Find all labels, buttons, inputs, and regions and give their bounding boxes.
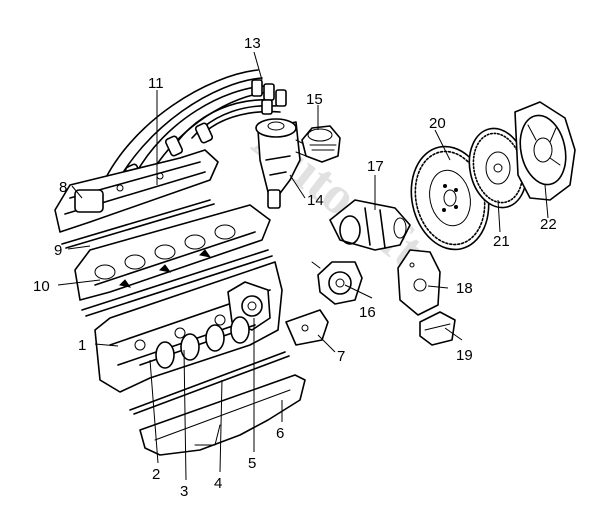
crankshaft xyxy=(139,316,256,369)
callout-18: 18 xyxy=(456,280,473,297)
callout-15: 15 xyxy=(306,91,323,108)
callout-13: 13 xyxy=(244,35,261,52)
callout-7: 7 xyxy=(337,348,345,365)
engine-mount xyxy=(419,311,456,346)
leader-lines xyxy=(57,51,549,481)
oil-pump-bracket xyxy=(285,309,329,346)
callout-6: 6 xyxy=(276,425,284,442)
callout-5: 5 xyxy=(248,455,256,472)
callout-3: 3 xyxy=(180,483,188,500)
callout-1: 1 xyxy=(78,337,86,354)
callout-9: 9 xyxy=(54,242,62,259)
alternator xyxy=(311,261,363,305)
callout-17: 17 xyxy=(367,158,384,175)
distributor-cap xyxy=(301,125,341,163)
distributor xyxy=(255,118,309,209)
callout-21: 21 xyxy=(493,233,510,250)
callout-16: 16 xyxy=(359,304,376,321)
callout-4: 4 xyxy=(214,475,222,492)
rocker-cover xyxy=(54,149,219,233)
starter-motor xyxy=(329,199,411,251)
callout-22: 22 xyxy=(540,216,557,233)
callout-11: 11 xyxy=(148,75,164,92)
callout-10: 10 xyxy=(33,278,50,295)
oil-pan-gasket xyxy=(129,351,290,415)
engine-block xyxy=(94,261,283,393)
rocker-gasket xyxy=(61,199,215,249)
callout-2: 2 xyxy=(152,466,160,483)
head-gasket xyxy=(81,249,273,317)
cylinder-head xyxy=(74,204,271,301)
callout-19: 19 xyxy=(456,347,473,364)
oil-pan xyxy=(139,374,306,456)
bellhousing-cover xyxy=(397,249,441,316)
callout-labels: 1 2 3 4 5 6 7 8 9 10 11 13 14 15 16 17 1… xyxy=(33,35,557,500)
callout-20: 20 xyxy=(429,115,446,132)
pressure-plate xyxy=(514,101,576,201)
callout-14: 14 xyxy=(307,192,324,209)
callout-8: 8 xyxy=(59,179,67,196)
